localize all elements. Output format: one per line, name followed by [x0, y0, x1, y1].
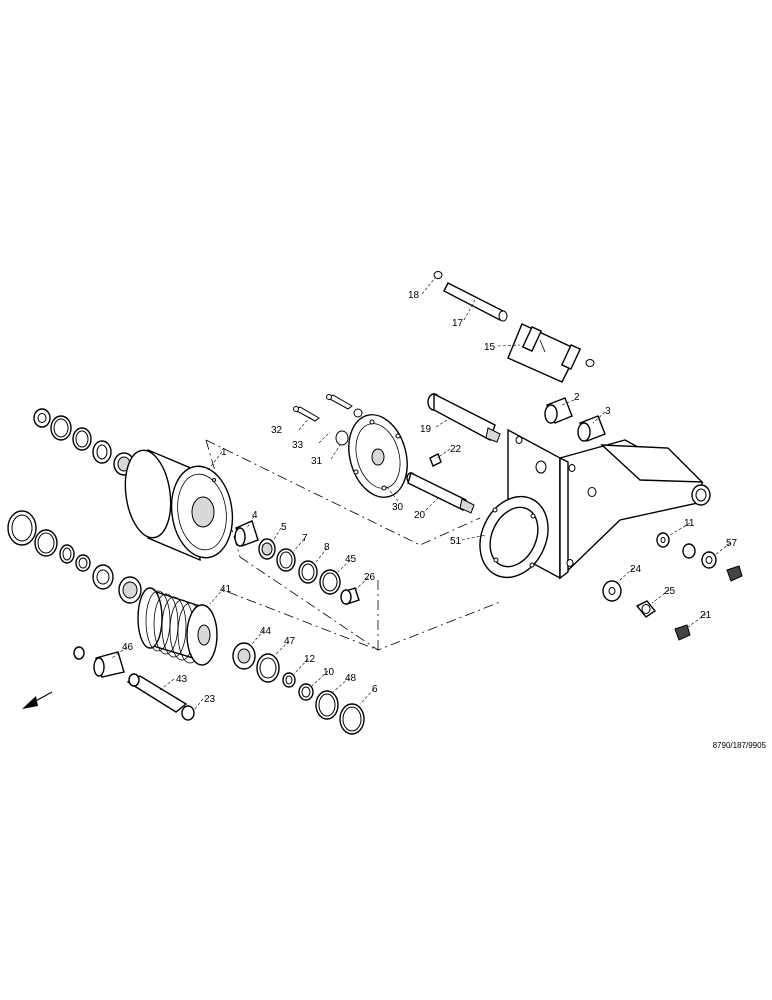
callout-20: 20: [414, 510, 426, 521]
callout-22: 22: [450, 444, 462, 455]
callout-8: 8: [324, 542, 330, 553]
callout-26: 25: [664, 586, 676, 597]
callout-4: 4: [252, 510, 258, 521]
callout-31: 31: [311, 456, 323, 467]
bushings: [544, 397, 606, 442]
part-callouts: 18 17 15 2 3 19 22 20 30 51 32 33 31 1 4…: [122, 290, 738, 705]
callout-44: 46: [122, 642, 134, 653]
drawing-reference: 8790/187/9905: [713, 741, 767, 750]
upper-bearing-stack: [33, 408, 135, 476]
callout-47: 47: [284, 636, 296, 647]
shaft-20: [406, 453, 475, 514]
callout-33: 33: [292, 440, 304, 451]
callout-21: 21: [700, 610, 712, 621]
callout-51: 51: [450, 536, 462, 547]
flange-ring: [479, 495, 549, 579]
callout-15: 15: [484, 342, 496, 353]
callout-41: 41: [220, 584, 232, 595]
lower-shaft-parts: [73, 646, 195, 721]
callout-2: 2: [574, 392, 580, 403]
callout-32: 32: [271, 425, 283, 436]
leader-lines: [111, 277, 731, 711]
callout-17: 17: [452, 318, 464, 329]
lower-bearing-stack: [232, 642, 365, 735]
callout-57: 57: [726, 538, 738, 549]
callout-46: 45: [345, 554, 357, 565]
callout-30: 30: [392, 502, 404, 513]
callout-11: 11: [684, 518, 695, 529]
lower-ring-stack: [7, 510, 142, 604]
callout-3: 3: [605, 406, 611, 417]
callout-48: 48: [345, 673, 357, 684]
screws: [293, 394, 363, 446]
callout-25: 26: [364, 572, 376, 583]
drum: [124, 448, 234, 562]
side-hardware: [602, 532, 743, 641]
callout-18: 18: [408, 290, 420, 301]
callout-43: 43: [176, 674, 188, 685]
cover-plate: [348, 414, 408, 498]
callout-24: 23: [204, 694, 216, 705]
callout-5: 5: [281, 522, 287, 533]
callout-12: 12: [304, 654, 316, 665]
direction-arrow: [22, 691, 53, 709]
callout-23: 24: [630, 564, 642, 575]
callout-10: 10: [323, 667, 335, 678]
callout-1: 1: [221, 447, 227, 458]
callout-6: 6: [372, 684, 378, 695]
callout-19: 19: [420, 424, 432, 435]
middle-bearing-stack: [234, 520, 360, 605]
v-belt-pulley: [137, 587, 218, 666]
callout-7: 7: [302, 533, 308, 544]
callout-45: 44: [260, 626, 272, 637]
shaft-19: [427, 392, 501, 443]
